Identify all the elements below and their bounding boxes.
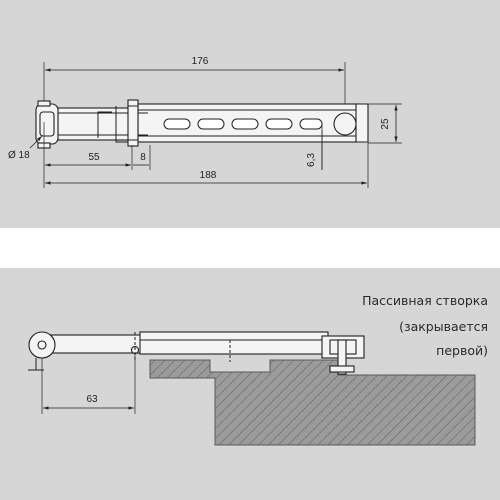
dim-6-3-label: 6,3	[306, 153, 317, 167]
side-arm-outer	[139, 331, 329, 355]
stop-bolt-plate	[329, 365, 355, 373]
dim-25-label: 25	[380, 118, 391, 130]
dim-176-label: 176	[192, 56, 209, 67]
dim-55-label: 55	[88, 152, 100, 163]
dim-188-label: 188	[200, 170, 217, 181]
passive-leaf-label-line2: (закрывается	[399, 319, 488, 334]
rail-end-cap	[355, 103, 369, 143]
passive-leaf-label-line1: Пассивная створка	[362, 293, 488, 308]
pivot-axle	[39, 111, 55, 137]
side-view: 63 Пассивная створка (закрывается первой…	[28, 293, 488, 446]
dim-8-label: 8	[140, 152, 146, 163]
slot-2	[197, 118, 225, 130]
stop-bolt	[337, 339, 347, 375]
passive-leaf-label-line3: первой)	[436, 343, 488, 358]
dim-63-label: 63	[86, 394, 98, 405]
pivot-cap-top	[37, 100, 51, 107]
dim-diameter-label: Ø 18	[8, 150, 30, 161]
top-view: 176 25 Ø 18	[8, 56, 402, 188]
slot-4	[265, 118, 293, 130]
slot-3	[231, 118, 259, 130]
roller-pin	[333, 112, 357, 136]
panel-divider	[0, 228, 500, 268]
slot-5	[299, 118, 323, 130]
door-frame-section	[149, 359, 476, 446]
side-pivot-axle	[37, 340, 47, 350]
clamp-plate	[127, 99, 139, 147]
slot-1	[163, 118, 191, 130]
dim-leader-diameter	[29, 135, 43, 149]
